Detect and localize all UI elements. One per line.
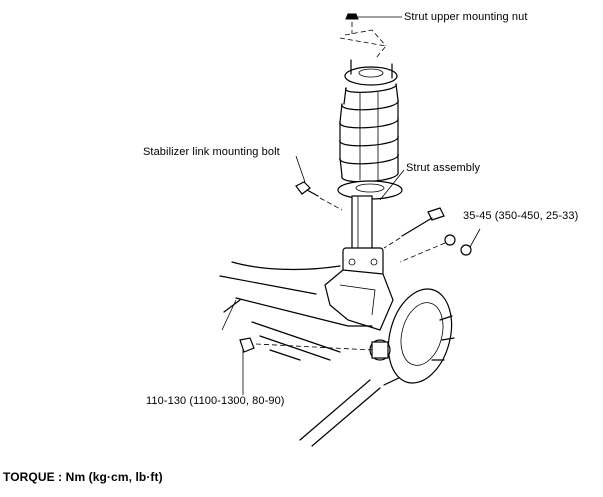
mount-guide-lines bbox=[339, 29, 387, 59]
label-torque-hub: 110-130 (1100-1300, 80-90) bbox=[146, 395, 285, 407]
label-stabilizer-link-mounting-bolt: Stabilizer link mounting bolt bbox=[143, 146, 280, 158]
strut-top-mount-icon bbox=[344, 59, 398, 86]
hub-backing-plate-icon bbox=[369, 288, 455, 384]
leader-lines bbox=[242, 16, 481, 395]
strut-lower-nut-icon bbox=[399, 234, 472, 263]
knuckle-icon bbox=[324, 269, 394, 331]
stabilizer-link-bolt-icon bbox=[295, 181, 343, 211]
label-strut-upper-mounting-nut: Strut upper mounting nut bbox=[404, 11, 528, 23]
label-torque-strut-lower: 35-45 (350-450, 25-33) bbox=[463, 210, 579, 222]
label-torque-units: TORQUE : Nm (kg·cm, lb·ft) bbox=[3, 470, 163, 484]
strut-lower-bolt-icon bbox=[383, 207, 445, 249]
axle-beam-icon bbox=[219, 261, 373, 361]
strut-body-icon bbox=[342, 195, 384, 277]
label-strut-assembly: Strut assembly bbox=[406, 162, 481, 174]
hub-nut-icon bbox=[239, 337, 373, 353]
coil-spring-icon bbox=[339, 83, 399, 183]
strut-upper-mounting-nut-icon bbox=[345, 13, 359, 34]
